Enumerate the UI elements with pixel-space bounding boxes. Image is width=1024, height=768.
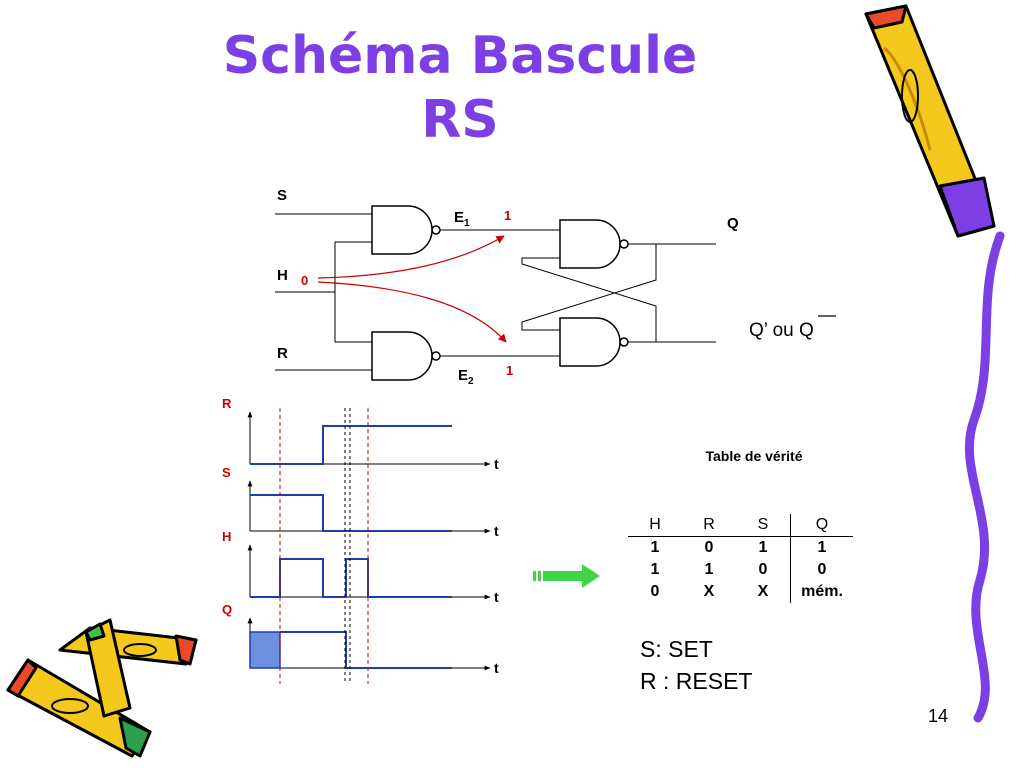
time-label-r: t [494, 456, 499, 472]
rs-latch-circuit [275, 205, 716, 381]
table-row: 1 0 1 1 [628, 536, 853, 559]
arrow-tail-stripe-2 [538, 571, 541, 581]
h-state-value: 0 [301, 273, 308, 288]
truth-table-header-row: H R S Q [628, 514, 853, 537]
title-line-2: RS [421, 90, 499, 150]
header-q: Q [790, 514, 853, 537]
output-q-label: Q [727, 215, 739, 232]
result-arrow [533, 564, 600, 588]
nand-gate-3 [559, 219, 629, 269]
cell: X [757, 583, 769, 600]
truth-table: H R S Q 1 0 1 1 1 1 0 0 0 X X mém. [628, 514, 853, 603]
input-s-label: S [277, 187, 287, 204]
header-s: S [736, 514, 791, 537]
cell: 1 [650, 561, 660, 578]
nand-gate-4 [559, 317, 629, 367]
time-label-q: t [494, 660, 499, 676]
signal-label-h: H [222, 529, 231, 544]
arrow-h-to-e1 [317, 235, 505, 279]
cell: X [703, 583, 715, 600]
pencil-clipart-top-right [864, 4, 996, 238]
input-h-label: H [277, 267, 288, 284]
feedback-wires [521, 244, 657, 342]
arrow-h-to-e2 [317, 281, 507, 343]
header-h: H [628, 514, 682, 537]
e1-state-value: 1 [504, 208, 511, 223]
arrow-shape [543, 564, 600, 588]
waveform-q [280, 631, 452, 669]
legend-set: S: SET [640, 636, 713, 662]
title-line-1: Schéma Bascule [222, 26, 698, 86]
input-r-label: R [277, 345, 288, 362]
nand-gate-2 [371, 331, 441, 381]
state-arrows [317, 235, 507, 343]
table-row: 0 X X mém. [628, 581, 853, 603]
signal-label-q: Q [222, 602, 232, 617]
cell: 1 [650, 539, 660, 556]
cell: 1 [790, 536, 853, 559]
cell: 1 [758, 539, 768, 556]
cell: mém. [790, 581, 853, 603]
slide-title: Schéma Bascule RS [200, 24, 720, 152]
node-e2-label: E2 [458, 367, 474, 387]
time-label-h: t [494, 589, 499, 605]
undefined-state-area [249, 631, 281, 669]
decorative-purple-ribbon [965, 231, 1005, 723]
e2-state-value: 1 [506, 363, 513, 378]
cell: 0 [758, 561, 768, 578]
node-e1-label: E1 [454, 209, 470, 229]
output-qbar-label: Q’ ou Q [749, 320, 814, 341]
arrow-tail-stripe-1 [533, 571, 536, 581]
pencil-clipart-bottom-left [6, 618, 198, 758]
header-r: R [682, 514, 736, 537]
signal-label-r: R [222, 396, 232, 411]
nand-gate-1 [371, 205, 441, 255]
cell: 0 [704, 539, 714, 556]
time-label-s: t [494, 523, 499, 539]
cell: 1 [704, 561, 714, 578]
slide-number: 14 [928, 706, 949, 726]
truth-table-title: Table de vérité [705, 448, 803, 464]
cell: 0 [790, 559, 853, 581]
legend-reset: R : RESET [640, 668, 753, 694]
cell: 0 [650, 583, 660, 600]
table-row: 1 1 0 0 [628, 559, 853, 581]
signal-label-s: S [222, 465, 231, 480]
